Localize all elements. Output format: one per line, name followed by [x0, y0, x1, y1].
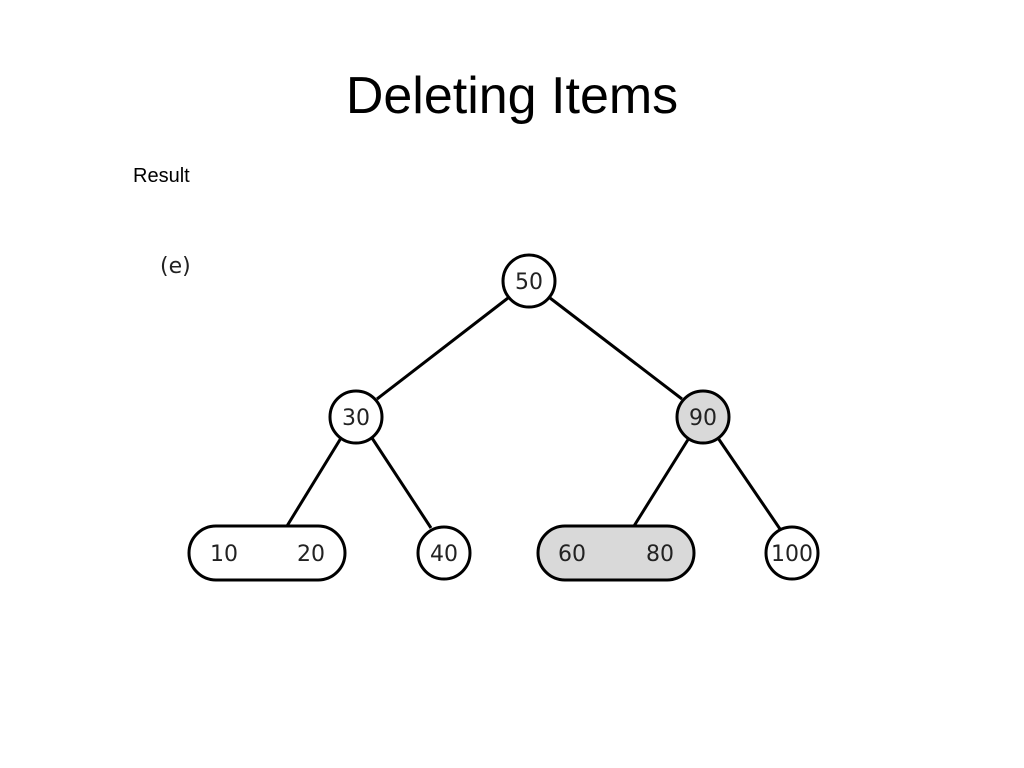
- edge-30-to-40: [370, 437, 433, 529]
- tree-node-10-20-key-1: 10: [210, 542, 238, 567]
- tree-node-30-circle: [328, 389, 384, 445]
- edge-root-to-90: [549, 296, 683, 401]
- tree-node-10-20: 10 20: [187, 524, 347, 582]
- tree-node-30-key: 30: [342, 406, 370, 431]
- edge-90-to-60-80: [632, 437, 691, 527]
- tree-node-90: 90: [675, 389, 731, 445]
- tree-node-50: 50: [501, 253, 557, 309]
- edge-30-to-10-20: [285, 437, 343, 527]
- tree-node-100-circle: [764, 525, 820, 581]
- tree-node-90-circle: [675, 389, 731, 445]
- tree-node-10-20-box: [187, 524, 347, 582]
- tree-node-50-circle: [501, 253, 557, 309]
- result-caption: Result: [133, 165, 190, 187]
- edge-root-to-30: [376, 296, 509, 401]
- tree-node-100-key: 100: [771, 542, 813, 567]
- tree-node-60-80-key-1: 60: [558, 542, 586, 567]
- tree-node-60-80-key-2: 80: [646, 542, 674, 567]
- tree-node-40: 40: [416, 525, 472, 581]
- tree-node-40-circle: [416, 525, 472, 581]
- tree-node-10-20-key-2: 20: [297, 542, 325, 567]
- panel-label: (e): [160, 254, 191, 279]
- tree-node-90-key: 90: [689, 406, 717, 431]
- tree-node-60-80-box: [536, 524, 696, 582]
- tree-node-100: 100: [764, 525, 820, 581]
- tree-node-50-key: 50: [515, 270, 543, 295]
- slide-title: Deleting Items: [345, 67, 679, 125]
- tree-node-40-key: 40: [430, 542, 458, 567]
- tree-node-60-80: 60 80: [536, 524, 696, 582]
- tree-node-30: 30: [328, 389, 384, 445]
- edge-90-to-100: [716, 437, 782, 530]
